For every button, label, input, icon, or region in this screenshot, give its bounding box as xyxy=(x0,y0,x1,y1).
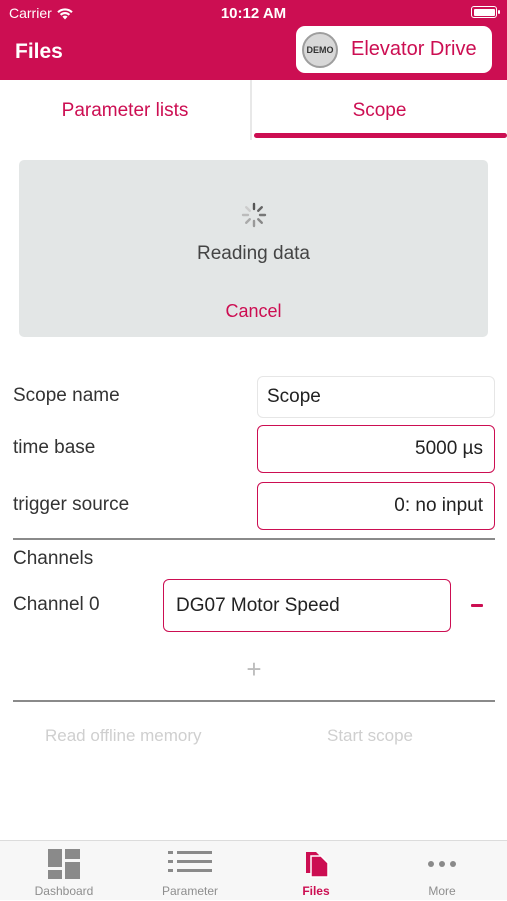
device-name: Elevator Drive xyxy=(351,38,477,60)
tab-parameter-lists[interactable]: Parameter lists xyxy=(61,100,189,121)
wifi-icon xyxy=(57,7,73,19)
cancel-button[interactable]: Cancel xyxy=(225,301,282,321)
demo-logo: DEMO xyxy=(302,31,338,68)
channel-0-select[interactable]: DG07 Motor Speed xyxy=(163,579,451,632)
section-divider xyxy=(13,538,495,540)
tabbar-more[interactable]: More xyxy=(379,841,505,901)
clock: 10:12 AM xyxy=(220,5,287,22)
loading-message: Reading data xyxy=(196,243,311,264)
start-scope-button[interactable]: Start scope xyxy=(327,726,413,745)
trigger-source-label: trigger source xyxy=(13,494,130,515)
carrier-status: Carrier xyxy=(9,5,74,21)
channel-0-label: Channel 0 xyxy=(13,594,100,615)
tabbar-dashboard[interactable]: Dashboard xyxy=(1,841,127,901)
time-base-label: time base xyxy=(13,437,96,458)
tab-separator xyxy=(250,80,252,140)
battery-fill xyxy=(473,8,495,16)
scope-name-input[interactable]: Scope xyxy=(257,376,495,418)
dashboard-icon xyxy=(1,848,127,879)
minus-icon xyxy=(471,603,483,607)
tabbar-more-label: More xyxy=(428,884,456,898)
tabbar-parameter[interactable]: Parameter xyxy=(127,841,253,901)
time-base-input[interactable]: 5000 µs xyxy=(257,425,495,473)
files-icon xyxy=(253,848,379,878)
channels-heading: Channels xyxy=(13,548,94,569)
remove-channel-button[interactable] xyxy=(466,592,488,618)
tabbar-files[interactable]: Files xyxy=(253,841,379,901)
tabbar-files-label: Files xyxy=(302,884,330,898)
list-icon xyxy=(127,848,253,878)
add-channel-button[interactable]: + xyxy=(246,653,262,684)
trigger-source-select[interactable]: 0: no input xyxy=(257,482,495,530)
scope-name-label: Scope name xyxy=(13,385,120,406)
actions-divider xyxy=(13,700,495,702)
battery-icon xyxy=(471,6,500,18)
app-header: Carrier 10:12 AM Files DEMO Elevator Dri… xyxy=(0,0,507,80)
tab-scope-indicator xyxy=(254,133,507,138)
loading-spinner-icon xyxy=(241,202,267,228)
tabbar-parameter-label: Parameter xyxy=(161,884,219,898)
carrier-label: Carrier xyxy=(9,5,52,21)
tab-bar: Dashboard Parameter Files More xyxy=(0,840,507,900)
more-icon xyxy=(379,848,505,878)
tab-scope[interactable]: Scope xyxy=(352,100,407,121)
tab-strip: Parameter lists Scope xyxy=(0,80,507,142)
read-offline-memory-button[interactable]: Read offline memory xyxy=(45,726,202,745)
tabbar-dashboard-label: Dashboard xyxy=(34,884,94,898)
device-selector-button[interactable]: DEMO Elevator Drive xyxy=(296,26,492,73)
loading-panel xyxy=(19,160,488,337)
page-title: Files xyxy=(15,40,63,63)
